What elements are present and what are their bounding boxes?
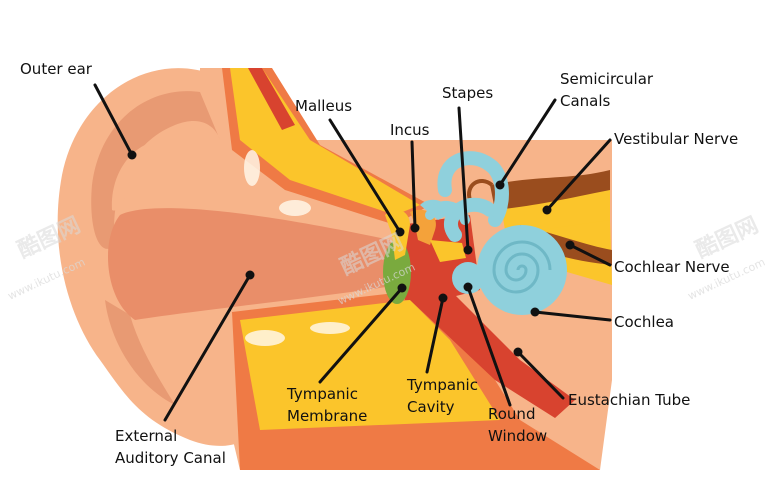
label-malleus: Malleus [295,97,352,115]
label-semicircular-line1: Semicircular [560,70,654,88]
leader-lines [93,83,612,422]
label-round-window-line1: Round [488,405,535,423]
label-tympanic-cavity-line2: Cavity [407,398,455,416]
label-eustachian-tube: Eustachian Tube [568,391,690,409]
external-auditory-canal [108,208,400,320]
labels: Outer ear Malleus Incus Stapes Semicircu… [20,60,738,467]
stapes-bone [430,240,466,262]
label-external-canal-line2: Auditory Canal [115,449,226,467]
label-stapes: Stapes [442,84,493,102]
label-semicircular-line2: Canals [560,92,611,110]
label-tympanic-membrane-line1: Tympanic [286,385,358,403]
cochlea [452,225,567,315]
label-round-window-line2: Window [488,427,547,445]
semicircular-canals [425,151,509,242]
label-outer-ear: Outer ear [20,60,93,78]
label-cochlea: Cochlea [614,313,674,331]
label-incus: Incus [390,121,430,139]
label-tympanic-membrane-line2: Membrane [287,407,367,425]
label-vestibular-nerve: Vestibular Nerve [614,130,738,148]
label-cochlear-nerve: Cochlear Nerve [614,258,730,276]
label-tympanic-cavity-line1: Tympanic [406,376,478,394]
upper-temporal-bone [222,68,430,225]
label-external-canal-line1: External [115,427,177,445]
leader-dots [127,150,575,357]
watermark-brand-right: 酷图网 [692,213,762,264]
